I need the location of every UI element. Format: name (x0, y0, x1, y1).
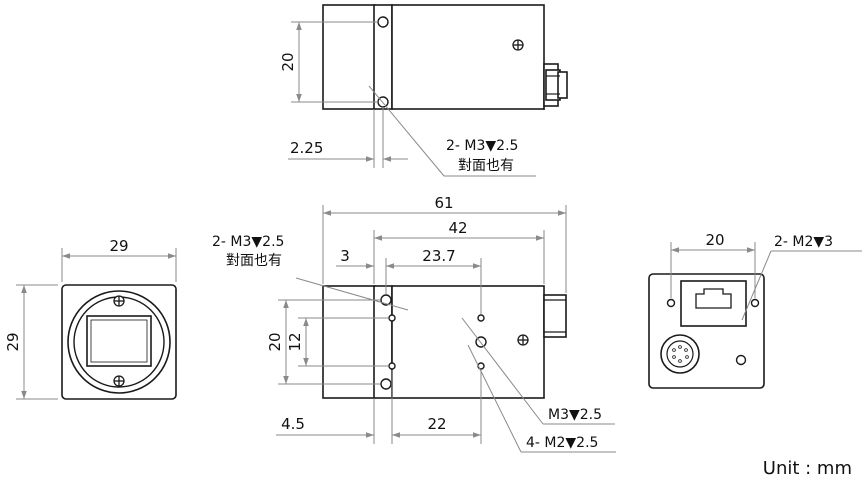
screw-icon (113, 375, 125, 387)
rear-view-hole-note: 2- M2▼3 (774, 234, 833, 250)
screw-icon (113, 295, 125, 307)
top-view-body (322, 4, 568, 110)
ethernet-port-contacts (695, 288, 732, 309)
side-view-dim-lines (276, 205, 616, 453)
top-view-offset-label: 2.25 (290, 139, 323, 157)
rear-view-holes (666, 298, 760, 366)
side-view-offset-3: 3 (340, 247, 350, 265)
front-view: 29 29 (4, 237, 177, 400)
side-view-body (322, 285, 567, 399)
screw-icon (512, 39, 524, 51)
side-view: 61 42 3 23.7 20 12 4.5 22 2- M3▼2.5 對面也有… (212, 194, 616, 453)
sensor-window (86, 315, 152, 367)
top-view-hole-note: 2- M3▼2.5 (446, 138, 518, 154)
side-view-total-length: 61 (434, 194, 453, 212)
top-view-hole-note-sub: 對面也有 (458, 158, 514, 174)
screw-icon (517, 334, 529, 346)
side-view-hole-note: 2- M3▼2.5 (212, 234, 284, 250)
side-view-hole-note-sub: 對面也有 (226, 253, 282, 269)
unit-label: Unit : mm (763, 458, 852, 479)
top-view-connector-lines (543, 75, 560, 110)
side-view-holes (380, 294, 487, 390)
top-view: 20 2.25 2- M3▼2.5 對面也有 (279, 4, 568, 177)
side-view-height-20: 20 (266, 332, 284, 351)
front-view-height-label: 29 (4, 332, 22, 351)
rear-view-dim-lines (670, 242, 862, 321)
top-view-dim-lines (288, 21, 536, 177)
side-view-connector-lines (544, 299, 566, 333)
side-view-offset-4-5: 4.5 (281, 415, 305, 433)
rear-view: 20 2- M2▼3 (648, 231, 862, 389)
side-view-m2-note: 4- M2▼2.5 (526, 435, 598, 451)
side-view-length-42: 42 (448, 219, 467, 237)
front-view-width-label: 29 (109, 237, 128, 255)
side-view-m3-note: M3▼2.5 (548, 407, 602, 423)
side-view-offset-22: 22 (427, 415, 446, 433)
top-view-holes (377, 16, 389, 108)
top-view-height-label: 20 (279, 52, 297, 71)
front-view-dim-lines (16, 248, 177, 400)
rear-view-hole-spacing: 20 (705, 231, 724, 249)
side-view-height-12: 12 (286, 332, 304, 351)
sensor-window-inner (90, 319, 148, 363)
side-view-offset-23-7: 23.7 (422, 247, 455, 265)
power-connector-icon (660, 334, 700, 374)
